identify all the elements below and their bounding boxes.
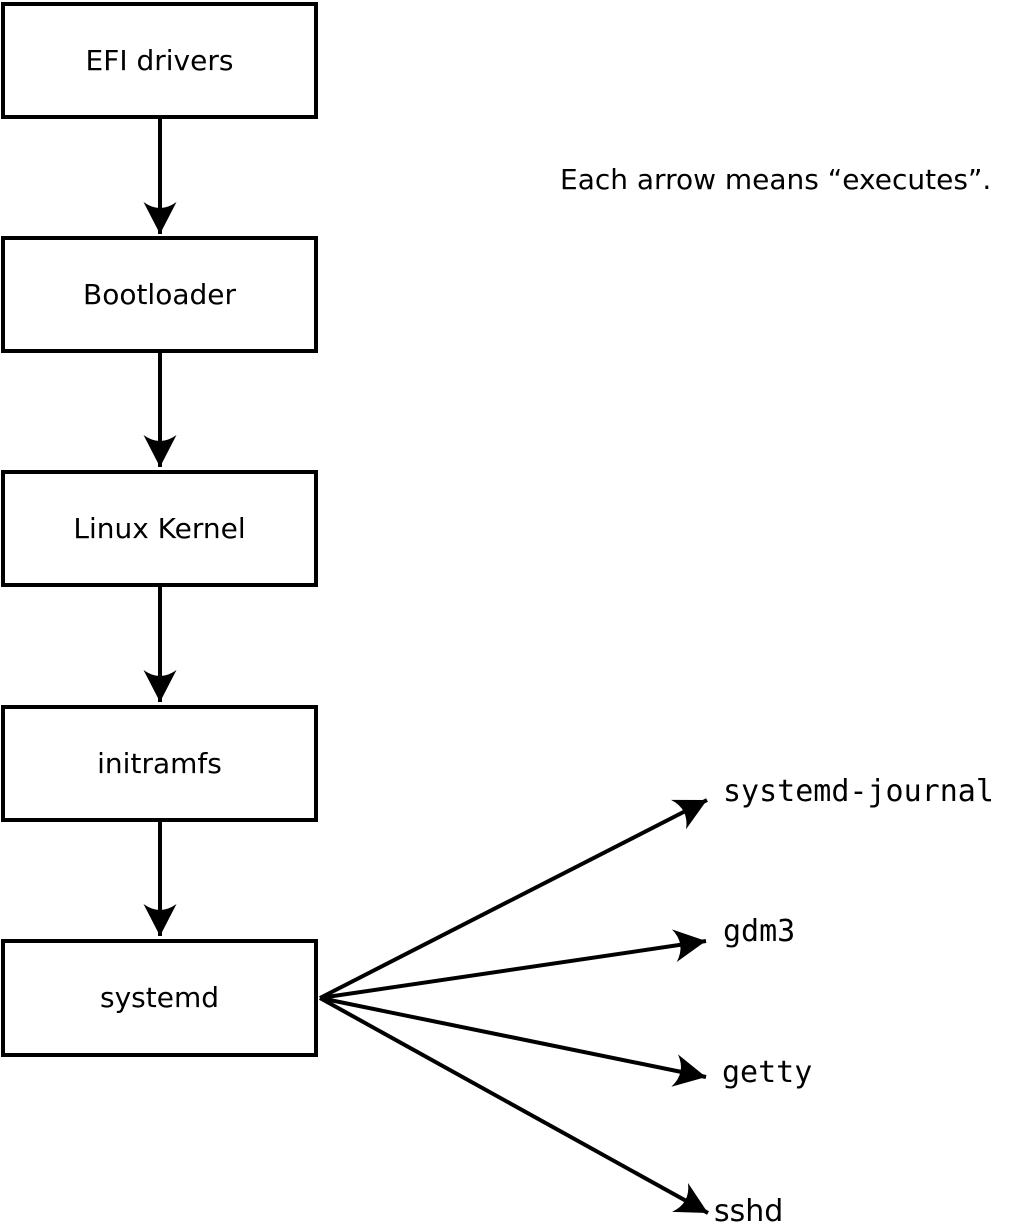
node-linux-kernel: Linux Kernel xyxy=(1,470,318,587)
label-gdm3: gdm3 xyxy=(723,914,796,949)
node-initramfs: initramfs xyxy=(1,705,318,822)
arrow-systemd-to-sshd xyxy=(319,996,709,1215)
legend-note: Each arrow means “executes”. xyxy=(560,163,992,196)
node-efi-drivers: EFI drivers xyxy=(1,2,318,119)
label-systemd-journal: systemd-journal xyxy=(723,774,994,809)
node-systemd-label: systemd xyxy=(100,981,219,1014)
label-getty: getty xyxy=(722,1055,813,1090)
node-bootloader: Bootloader xyxy=(1,236,318,353)
node-systemd: systemd xyxy=(1,939,318,1057)
arrow-systemd-to-getty xyxy=(319,996,707,1087)
node-efi-drivers-label: EFI drivers xyxy=(85,43,234,77)
arrow-systemd-to-gdm3 xyxy=(319,929,707,1000)
label-sshd: sshd xyxy=(714,1194,784,1229)
arrow-systemd-to-journal xyxy=(319,798,708,1000)
node-initramfs-label: initramfs xyxy=(97,746,222,780)
node-bootloader-label: Bootloader xyxy=(82,277,237,311)
node-linux-kernel-label: Linux Kernel xyxy=(73,511,246,545)
